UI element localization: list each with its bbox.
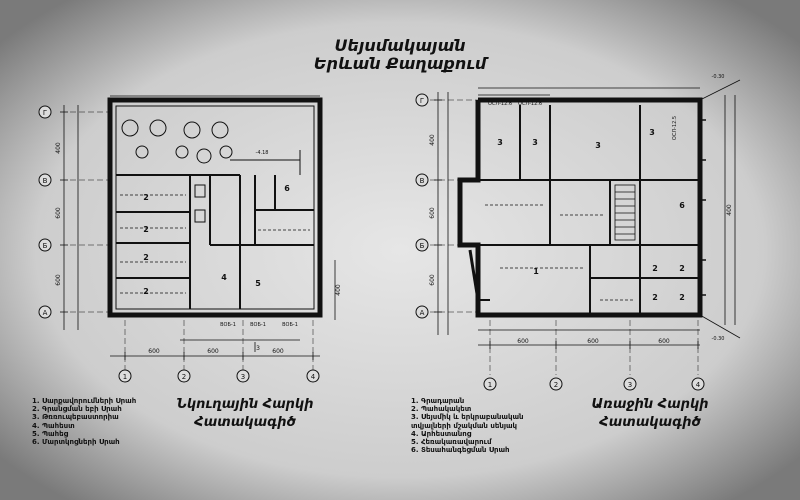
left-bottom-dim: 600 — [272, 348, 284, 355]
right-row-axis-label: Б — [420, 242, 425, 250]
left-col-axis-label: 1 — [123, 373, 127, 381]
right-room-number: 3 — [649, 128, 655, 137]
right-section-mark: ОСЛ-12.6 — [488, 101, 512, 107]
caption-line: Հատակագիծ — [194, 415, 296, 430]
axis-bubbles — [38, 93, 705, 391]
left-row-axis-label: В — [43, 177, 48, 185]
ground-floor-plan — [430, 79, 741, 375]
left-col-axis-label: 3 — [241, 373, 245, 381]
sheet-title-line2: Երևան Քաղաքում — [313, 54, 487, 73]
right-room-number: 3 — [497, 138, 503, 147]
right-side-dim: 400 — [726, 204, 733, 216]
left-col-axis-label: 4 — [311, 373, 316, 381]
basement-inner-wall-line — [115, 105, 315, 310]
left-room-number: 6 — [284, 184, 290, 193]
right-room-number: 2 — [679, 264, 685, 273]
right-section-mark: ОСЛ-12.6 — [518, 101, 542, 107]
legend-item: 2. Գրանցման եբի Սրահ — [32, 405, 122, 414]
caption-line: Նկուղային Հարկի — [176, 397, 314, 412]
legend-item: 5. Հեռակառավարում — [411, 438, 492, 447]
right-room-number: 2 — [652, 264, 658, 273]
right-section-mark: ОСЛ-12.5 — [672, 116, 678, 140]
legend-item: 5. Պահեց — [32, 429, 69, 438]
left-side-dim: 400 — [55, 142, 62, 154]
right-side-dim: 600 — [429, 207, 436, 219]
right-col-axis-label: 3 — [628, 381, 632, 389]
equipment-circles — [121, 119, 233, 164]
right-room-number: 6 — [679, 201, 685, 210]
basement-partitions — [116, 174, 314, 309]
legend-item: 3. Թռռուպեբաստորիա — [32, 413, 119, 422]
basement-legend: 1. Սարքավորումների Սրահ 2. Գրանցման եբի … — [32, 397, 136, 446]
legend-item: 2. Պահակակետ — [411, 405, 472, 414]
left-bottom-dim-total: 3 — [256, 345, 260, 352]
legend-item: 6. Տեսահանգեցման Սրահ — [411, 446, 510, 455]
basement-plan — [60, 95, 336, 370]
ground-floor-plan-caption: Առաջին Հարկի Հատակագիծ — [585, 396, 715, 432]
right-bottom-dim: 600 — [517, 338, 529, 345]
right-bottom-dim: 600 — [587, 338, 599, 345]
left-section-mark: ВОБ-1 — [220, 322, 236, 328]
right-room-number: 3 — [595, 141, 601, 150]
left-side-dim: 600 — [55, 274, 62, 286]
caption-line: Առաջին Հարկի — [591, 397, 709, 412]
left-side-dim: 400 — [335, 284, 342, 296]
right-col-axis-label: 4 — [696, 381, 701, 389]
left-room-number: 2 — [143, 253, 149, 262]
left-room-number: 2 — [143, 287, 149, 296]
left-section-mark: ВОБ-1 — [282, 322, 298, 328]
left-room-number: 2 — [143, 225, 149, 234]
left-side-dim: 600 — [55, 207, 62, 219]
left-row-axis-label: Г — [43, 109, 47, 117]
left-elevation: -4.18 — [256, 150, 269, 156]
marks: ВОБ-1 ВОБ-1 ВОБ-1 -4.18 ОСЛ-12.6 ОСЛ-12.… — [220, 74, 724, 342]
room-numbers: 2 2 2 2 6 4 5 3 3 3 3 6 1 2 2 2 2 — [143, 128, 685, 302]
right-side-dim: 600 — [429, 274, 436, 286]
basement-outer-wall — [107, 97, 323, 318]
left-section-mark: ВОБ-1 — [250, 322, 266, 328]
ground-floor-legend: 1. Գրադարան 2. Պահակակետ 3. Սեյսմիկ և եր… — [411, 397, 524, 454]
legend-item: 4. Արհեստանոց — [411, 429, 472, 438]
legend-item: 3. Սեյսմիկ և երկրաբանական — [411, 413, 524, 422]
right-side-dim: 400 — [429, 134, 436, 146]
right-room-number: 3 — [532, 138, 538, 147]
right-elevation: -0.30 — [712, 336, 725, 342]
left-row-axis-label: Б — [43, 242, 48, 250]
left-room-number: 5 — [255, 279, 261, 288]
right-col-axis-label: 2 — [554, 381, 558, 389]
axis-labels: Г В Б А 1 2 3 4 Г В Б А 1 2 3 4 — [43, 97, 701, 389]
right-room-number: 1 — [533, 267, 539, 276]
staircase — [614, 184, 636, 241]
left-room-number: 4 — [221, 273, 227, 282]
ground-floor-partitions — [478, 105, 700, 315]
legend-item: 1. Սարքավորումների Սրահ — [32, 397, 137, 405]
right-row-axis-label: Г — [420, 97, 424, 105]
dimension-labels: 600 600 600 3 400 600 600 400 600 600 60… — [55, 134, 733, 355]
right-row-axis-label: В — [420, 177, 425, 185]
legend-item: 1. Գրադարան — [411, 397, 465, 405]
legend-item: տվյալների մշակման սենյակ — [411, 421, 518, 430]
right-room-number: 2 — [679, 293, 685, 302]
right-row-axis-label: А — [420, 309, 425, 317]
right-bottom-dim: 600 — [658, 338, 670, 345]
legend-item: 4. Պահեստ — [32, 421, 75, 430]
basement-plan-caption: Նկուղային Հարկի Հատակագիծ — [175, 396, 315, 432]
left-bottom-dim: 600 — [148, 348, 160, 355]
left-col-axis-label: 2 — [182, 373, 186, 381]
right-room-number: 2 — [652, 293, 658, 302]
left-row-axis-label: А — [43, 309, 48, 317]
right-elevation: -0.30 — [712, 74, 725, 80]
left-bottom-dim: 600 — [207, 348, 219, 355]
caption-line: Հատակագիծ — [599, 415, 701, 430]
sheet-title-line1: Սեյսմակայան — [334, 36, 466, 55]
right-col-axis-label: 1 — [488, 381, 492, 389]
legend-item: 6. Մարտկոցների Սրահ — [32, 438, 120, 447]
left-room-number: 2 — [143, 193, 149, 202]
